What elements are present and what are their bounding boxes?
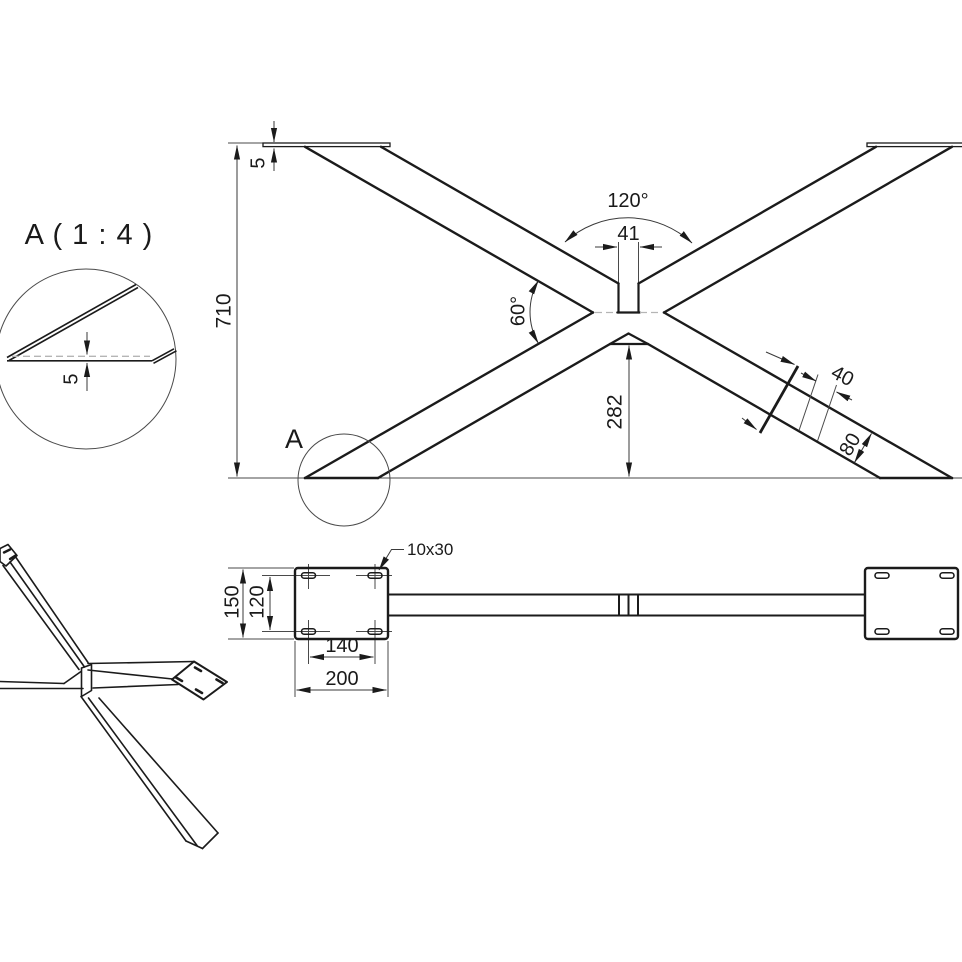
dim-plate-thickness-label: 5 (247, 157, 269, 168)
iso-leg-upper-left (2, 556, 89, 671)
top-plate-right (866, 142, 962, 148)
dim-plate-depth-150: 150 (221, 569, 247, 638)
dim-angle-120-label: 120° (607, 190, 648, 212)
dim-cross-40: 40 (741, 351, 857, 442)
top-plate-left (262, 142, 391, 148)
front-extension-lines (228, 142, 962, 479)
dim-tip-thickness-label: 5 (60, 373, 82, 384)
dim-plate-depth-label: 150 (221, 585, 243, 618)
iso-leg-left (0, 670, 84, 690)
top-plate-left-slots (300, 571, 383, 636)
dim-leg-80: 80 (835, 430, 872, 463)
front-dimensions: 710 5 120° 41 60° (213, 121, 872, 527)
dim-vertex-282-label: 282 (604, 394, 627, 429)
iso-leg-lower (80, 695, 219, 850)
detail-view-title: A ( 1 : 4 ) (25, 219, 154, 251)
dim-height-label: 710 (213, 293, 236, 328)
dim-angle-60: 60° (507, 280, 539, 344)
dim-plate-thickness-5: 5 (247, 121, 278, 171)
top-view: 10x30 150 120 140 200 (221, 540, 960, 697)
dim-plate-width-200: 200 (296, 668, 387, 694)
detail-marker-label: A (285, 424, 303, 454)
iso-central-strut (80, 663, 93, 698)
dim-strut-41-label: 41 (617, 223, 639, 245)
top-dimensions: 150 120 140 200 (221, 569, 387, 694)
dim-slot-spacing-140: 140 (309, 635, 374, 661)
front-part-edges (262, 142, 962, 480)
iso-plate-right-slots (174, 666, 224, 695)
dim-cross-40-label: 40 (827, 361, 857, 391)
detail-view: A ( 1 : 4 ) 5 (0, 219, 177, 450)
dim-slot-spacing-h-label: 140 (325, 635, 358, 657)
dim-slot-spacing-v-label: 120 (246, 585, 268, 618)
detail-foot-tip (6, 283, 177, 365)
dim-plate-width-label: 200 (325, 668, 358, 690)
iso-plate-upper-left-slots (2, 548, 17, 561)
slot-size-leader: 10x30 (378, 540, 453, 571)
front-view: 710 5 120° 41 60° (213, 121, 962, 527)
top-bar (388, 593, 866, 617)
detail-marker: A (285, 424, 391, 527)
dim-strut-41: 41 (595, 223, 662, 251)
dim-slot-spacing-120: 120 (246, 576, 274, 631)
dim-tip-thickness-5: 5 (60, 332, 91, 391)
dim-height-710: 710 (213, 145, 241, 477)
dim-angle-120: 120° (564, 190, 693, 244)
iso-leg-right (87, 660, 195, 689)
isometric-view (0, 543, 228, 850)
top-plate-right-slots (874, 571, 955, 636)
dim-vertex-282: 282 (604, 345, 633, 477)
dim-angle-60-label: 60° (507, 296, 529, 326)
iso-plate-upper-left (0, 543, 18, 567)
top-plate-right (863, 566, 960, 641)
iso-plate-right (171, 660, 228, 701)
detail-view-circle (0, 268, 177, 450)
slot-size-label: 10x30 (407, 540, 453, 559)
top-plate-left (293, 566, 390, 641)
